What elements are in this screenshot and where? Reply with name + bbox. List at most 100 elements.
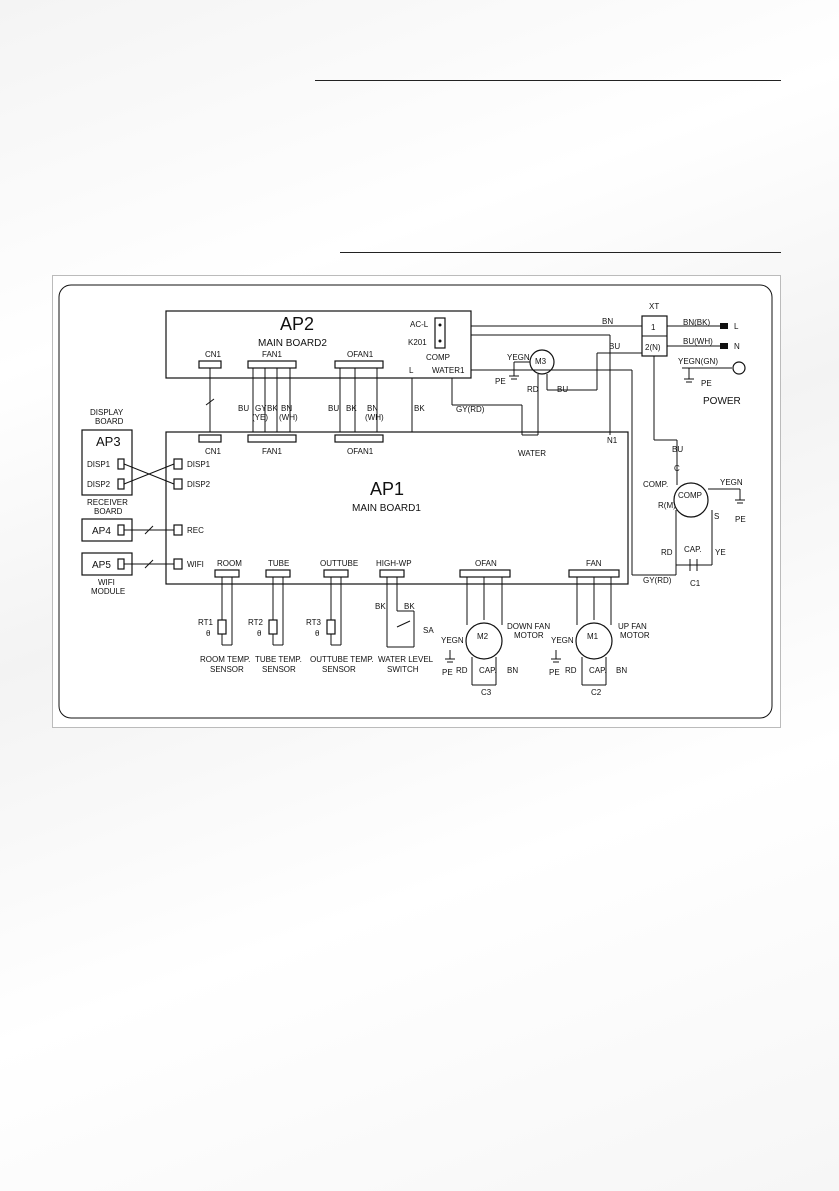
section-rule — [340, 252, 781, 253]
svg-text:N1: N1 — [607, 436, 618, 445]
svg-text:REC: REC — [187, 526, 204, 535]
fan1-bottom-connector — [247, 434, 297, 443]
ap1-title: MAIN BOARD1 — [352, 503, 421, 514]
svg-text:L: L — [734, 322, 739, 331]
svg-text:RT3: RT3 — [306, 618, 322, 627]
svg-text:PE: PE — [442, 668, 453, 677]
ap2-comp-label: COMP — [426, 353, 450, 362]
ofan1-top-connector: OFAN1 — [334, 350, 384, 369]
svg-text:MODULE: MODULE — [91, 587, 125, 596]
svg-text:HIGH-WP: HIGH-WP — [376, 559, 412, 568]
cn1-bottom-connector — [198, 434, 222, 443]
svg-text:COMP.: COMP. — [643, 480, 668, 489]
svg-text:BN(BK): BN(BK) — [683, 318, 710, 327]
svg-text:SENSOR: SENSOR — [210, 665, 244, 674]
svg-text:C1: C1 — [690, 579, 701, 588]
svg-text:WIFI: WIFI — [187, 560, 204, 569]
svg-text:POWER: POWER — [703, 396, 741, 407]
room-temp-sensor: ROOM RT1 θ ROOM TEMP. SENSOR — [198, 559, 250, 674]
svg-text:WIFI: WIFI — [98, 578, 115, 587]
ac-l-relay — [434, 317, 446, 349]
svg-text:SENSOR: SENSOR — [262, 665, 296, 674]
svg-text:PE: PE — [701, 379, 712, 388]
svg-text:DISP1: DISP1 — [187, 460, 211, 469]
svg-text:DISP2: DISP2 — [87, 480, 111, 489]
svg-text:GY: GY — [255, 404, 267, 413]
svg-text:C: C — [674, 464, 680, 473]
svg-text:XT: XT — [649, 302, 659, 311]
svg-text:PE: PE — [735, 515, 746, 524]
svg-text:ROOM TEMP.: ROOM TEMP. — [200, 655, 250, 664]
ap4-receiver-board: RECEIVER BOARD AP4 REC — [81, 498, 204, 542]
svg-text:CAP.: CAP. — [684, 545, 702, 554]
header-rule — [315, 80, 781, 81]
svg-text:SENSOR: SENSOR — [322, 665, 356, 674]
svg-text:BU: BU — [609, 342, 620, 351]
svg-text:(YE): (YE) — [252, 413, 268, 422]
svg-text:S: S — [714, 512, 719, 521]
ap2-k201-label: K201 — [408, 338, 427, 347]
svg-text:C2: C2 — [591, 688, 602, 697]
svg-text:FAN1: FAN1 — [262, 350, 283, 359]
svg-text:OFAN1: OFAN1 — [347, 447, 374, 456]
down-fan-motor-m2: OFAN M2 DOWN FAN MOTOR YEGN PE RD CAP. B… — [441, 559, 550, 697]
svg-text:COMP: COMP — [678, 491, 702, 500]
ap1-name: AP1 — [370, 479, 404, 499]
svg-text:BK: BK — [414, 404, 425, 413]
svg-text:L: L — [409, 366, 414, 375]
svg-text:2(N): 2(N) — [645, 343, 661, 352]
svg-text:YEGN(GN): YEGN(GN) — [678, 357, 718, 366]
svg-text:YEGN: YEGN — [720, 478, 743, 487]
svg-text:OUTTUBE: OUTTUBE — [320, 559, 358, 568]
up-fan-motor-m1: FAN M1 UP FAN MOTOR YEGN PE RD CAP. BN C… — [549, 559, 650, 697]
svg-text:OUTTUBE TEMP.: OUTTUBE TEMP. — [310, 655, 374, 664]
svg-text:BU: BU — [328, 404, 339, 413]
svg-text:OFAN: OFAN — [475, 559, 497, 568]
svg-text:BOARD: BOARD — [95, 417, 124, 426]
svg-text:CN1: CN1 — [205, 350, 222, 359]
svg-text:BK: BK — [404, 602, 415, 611]
svg-text:GY(RD): GY(RD) — [643, 576, 672, 585]
svg-text:M2: M2 — [477, 632, 489, 641]
svg-text:BN: BN — [507, 666, 518, 675]
ap1-board: AP1 MAIN BOARD1 — [165, 431, 629, 585]
ap2-title: MAIN BOARD2 — [258, 338, 327, 349]
ap2-acl-label: AC-L — [410, 320, 429, 329]
svg-text:FAN: FAN — [586, 559, 602, 568]
cn1-harness — [205, 368, 215, 435]
svg-text:BN: BN — [616, 666, 627, 675]
wiring-diagram: AP2 MAIN BOARD2 AC-L K201 COMP WATER1 CN… — [58, 284, 773, 719]
svg-text:FAN1: FAN1 — [262, 447, 283, 456]
svg-text:PE: PE — [549, 668, 560, 677]
svg-text:UP FAN: UP FAN — [618, 622, 647, 631]
svg-text:BK: BK — [375, 602, 386, 611]
svg-text:M1: M1 — [587, 632, 599, 641]
svg-text:GY(RD): GY(RD) — [456, 405, 485, 414]
svg-text:BOARD: BOARD — [94, 507, 123, 516]
svg-text:BN: BN — [367, 404, 378, 413]
svg-text:(WH): (WH) — [365, 413, 384, 422]
svg-text:PE: PE — [495, 377, 506, 386]
svg-text:BK: BK — [267, 404, 278, 413]
ofan1-bottom-connector — [334, 434, 384, 443]
svg-text:YEGN: YEGN — [441, 636, 464, 645]
ap2-name: AP2 — [280, 314, 314, 334]
svg-text:RT2: RT2 — [248, 618, 264, 627]
svg-text:AP4: AP4 — [92, 526, 111, 537]
svg-text:θ: θ — [257, 629, 262, 638]
svg-text:RD: RD — [527, 385, 539, 394]
svg-text:BU: BU — [238, 404, 249, 413]
svg-text:YEGN: YEGN — [551, 636, 574, 645]
svg-text:SWITCH: SWITCH — [387, 665, 419, 674]
svg-text:MOTOR: MOTOR — [514, 631, 544, 640]
svg-text:(WH): (WH) — [279, 413, 298, 422]
ofan1-harness: BU BK BN (WH) — [328, 368, 384, 435]
svg-text:BN: BN — [281, 404, 292, 413]
svg-text:RT1: RT1 — [198, 618, 214, 627]
svg-text:θ: θ — [315, 629, 320, 638]
compressor: BU C COMP. COMP R(M) S YEGN PE RD YE CAP… — [471, 356, 746, 588]
svg-text:RD: RD — [661, 548, 673, 557]
svg-text:ROOM: ROOM — [217, 559, 242, 568]
svg-text:BU: BU — [557, 385, 568, 394]
water-pump-m3: YEGN M3 PE RD BU GY(RD) WATER — [451, 349, 598, 458]
